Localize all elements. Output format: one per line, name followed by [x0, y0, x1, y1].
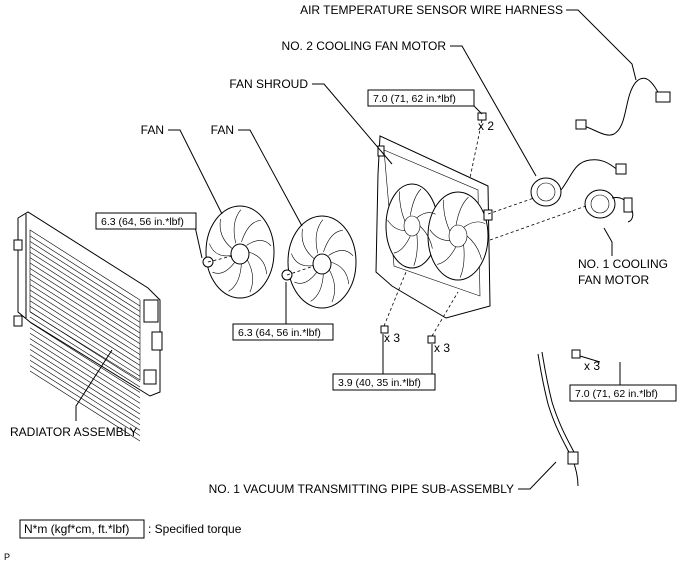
torque-box-pipe-bolts: 7.0 (71, 62 in.*lbf): [569, 384, 677, 402]
torque-text-shroud-bolts: 3.9 (40, 35 in.*lbf): [338, 377, 421, 389]
fan-right-drawing: [281, 215, 357, 309]
torque-text-fan-right: 6.3 (64, 56 in.*lbf): [238, 327, 321, 339]
label-air-temp-sensor-harness: AIR TEMPERATURE SENSOR WIRE HARNESS: [300, 3, 563, 17]
no1-cooling-fan-motor-drawing: [584, 189, 634, 223]
vacuum-pipe-drawing: [537, 349, 581, 487]
legend-description: : Specified torque: [148, 522, 242, 536]
fan-shroud-drawing: [375, 135, 493, 319]
qty-motor-bolts: x 2: [478, 119, 494, 133]
assembly-dashed-lines: [207, 119, 587, 337]
radiator-drawing: [13, 211, 163, 442]
leader-lines: [75, 9, 637, 490]
air-temp-sensor-harness-drawing: [575, 77, 671, 136]
label-fan-shroud: FAN SHROUD: [229, 77, 308, 91]
label-fan-right: FAN: [211, 123, 234, 137]
torque-text-pipe-bolts: 7.0 (71, 62 in.*lbf): [575, 388, 658, 400]
qty-shroud-left: x 3: [384, 331, 400, 345]
label-no2-cooling-fan-motor: NO. 2 COOLING FAN MOTOR: [282, 39, 447, 53]
qty-pipe-bolts: x 3: [584, 359, 600, 373]
torque-box-fan-right: 6.3 (64, 56 in.*lbf): [232, 323, 334, 341]
torque-text-fan-left: 6.3 (64, 56 in.*lbf): [101, 216, 184, 228]
torque-box-motor-bolts: 7.0 (71, 62 in.*lbf): [367, 89, 475, 107]
legend-box-text: N*m (kgf*cm, ft.*lbf): [24, 522, 129, 536]
corner-mark: P: [4, 552, 10, 562]
qty-shroud-right: x 3: [434, 341, 450, 355]
label-vacuum-pipe: NO. 1 VACUUM TRANSMITTING PIPE SUB-ASSEM…: [209, 482, 514, 496]
legend: N*m (kgf*cm, ft.*lbf) : Specified torque: [19, 519, 242, 539]
torque-box-fan-left: 6.3 (64, 56 in.*lbf): [95, 212, 197, 230]
label-fan-left: FAN: [141, 123, 164, 137]
label-no1-cooling-fan-motor-line2: FAN MOTOR: [578, 273, 649, 287]
no2-cooling-fan-motor-drawing: [530, 159, 627, 207]
label-radiator-assembly: RADIATOR ASSEMBLY: [10, 425, 137, 439]
torque-text-motor-bolts: 7.0 (71, 62 in.*lbf): [373, 93, 456, 105]
torque-box-shroud-bolts: 3.9 (40, 35 in.*lbf): [332, 373, 436, 391]
fan-left-drawing: [202, 205, 275, 299]
label-no1-cooling-fan-motor-line1: NO. 1 COOLING: [578, 257, 668, 271]
